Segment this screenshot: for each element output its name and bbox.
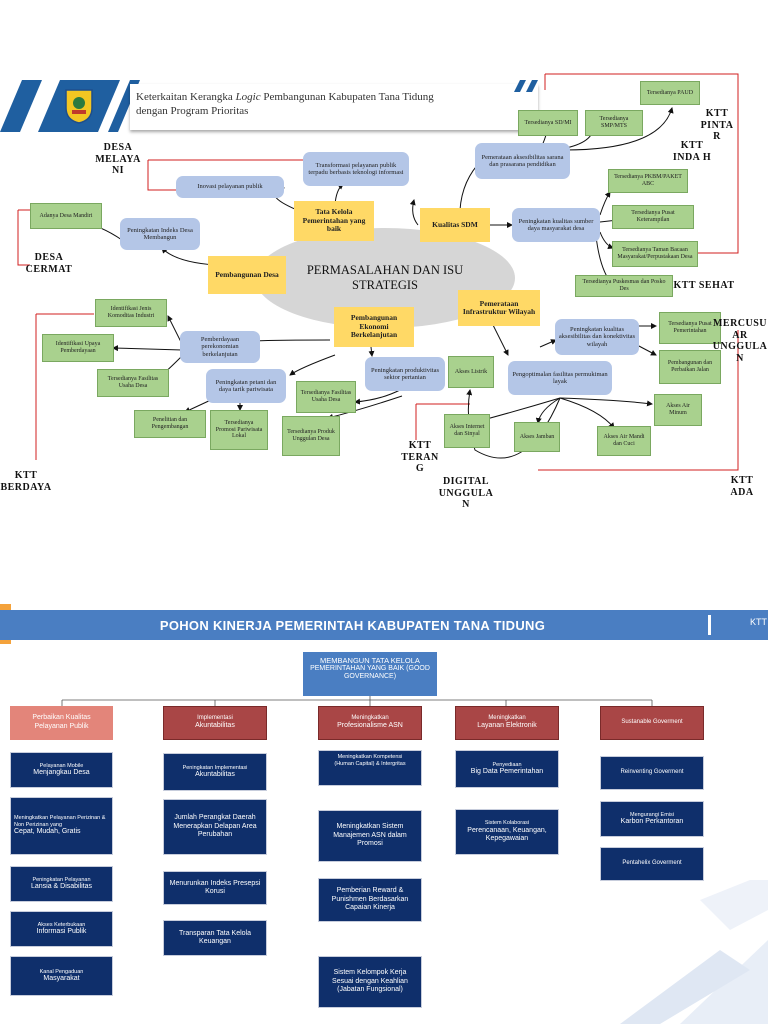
node-pemberdayaan: Pemberdayaan perekonomian berkelanjutan [180, 331, 260, 363]
node-sdmi: Tersedianya SD/MI [518, 110, 578, 136]
title-accent-stripes [514, 80, 538, 92]
col3-item-2: Meningkatkan Sistem Manajemen ASN dalam … [318, 810, 422, 862]
banner-bar [0, 610, 768, 640]
col3-item-4: Sistem Kelompok Kerja Sesuai dengan Keah… [318, 956, 422, 1008]
node-pusat-pemerintahan: Tersedianya Pusat Pemerintahan [659, 312, 721, 344]
label-ktt-pintar: KTT PINTA R [700, 108, 734, 142]
col2-item-2: Jumlah Perangkat Daerah Menerapkan Delap… [163, 799, 267, 855]
node-indeks-desa: Peningkatan Indeks Desa Membangun [120, 218, 200, 250]
label-mercusuar-unggulan: MERCUSU AR UNGGULA N [712, 318, 768, 364]
node-kualitas-sdm: Kualitas SDM [420, 208, 490, 242]
background-decoration [620, 880, 768, 1024]
node-fasilitas-usaha-2: Tersedianya Fasilitas Usaha Desa [296, 381, 356, 413]
node-pemerataan-aksesibilitas: Pemerataan aksesibilitas sarana dan pras… [475, 143, 570, 179]
label-digital-unggulan: DIGITAL UNGGULA N [438, 476, 494, 510]
node-peningkatan-sdm: Peningkatan kualitas sumber daya masyara… [512, 208, 600, 242]
node-jalan: Pembangunan dan Perbaikan Jalan [659, 350, 721, 384]
node-pemerataan-infrastruktur: Pemerataan Infrastruktur Wilayah [458, 290, 540, 326]
node-permukiman: Pengoptimalan fasilitas permukiman layak [508, 361, 612, 395]
node-petani-pariwisata: Peningkatan petani dan daya tarik pariwi… [206, 369, 286, 403]
node-akses-listrik: Akses Listrik [448, 356, 494, 388]
pohon-kinerja-title: POHON KINERJA PEMERINTAH KABUPATEN TANA … [159, 617, 546, 633]
node-akses-air-mandi: Akses Air Mandi dan Cuci [597, 426, 651, 456]
node-smpmts: Tersedianya SMP/MTS [585, 110, 643, 136]
col5-header: Sustanable Goverment [600, 706, 704, 740]
col5-item-3: Pentahelix Goverment [600, 847, 704, 881]
node-inovasi-pelayanan: Inovasi pelayanan publik [176, 176, 284, 198]
col2-item-3: Menurunkan Indeks Presepsi Korusi [163, 871, 267, 905]
node-akses-jamban: Akses Jamban [514, 422, 560, 452]
node-identifikasi-komoditas: Identifikasi Jenis Komoditas Industri [95, 299, 167, 327]
node-konektivitas: Peningkatan kualitas aksesibilitas dan k… [555, 319, 639, 355]
node-promosi-pariwisata: Tersedianya Promosi Pariwisata Lokal [210, 410, 268, 450]
node-transformasi-pelayanan: Transformasi pelayanan publik terpadu be… [303, 152, 409, 186]
node-pembangunan-ekonomi: Pembangunan Ekonomi Berkelanjutan [334, 307, 414, 347]
root-goal: MEMBANGUN TATA KELOLA PEMERINTAHAN YANG … [303, 652, 437, 696]
node-penelitian: Penelitian dan Pengembangan [134, 410, 206, 438]
banner-separator [708, 615, 711, 635]
label-ktt-berdaya: KTT BERDAYA [0, 470, 52, 493]
label-ktt-ada: KTT ADA [730, 475, 754, 498]
col2-item-4: Transparan Tata Kelola Keuangan [163, 920, 267, 956]
label-ktt-terang: KTT TERAN G [401, 440, 439, 474]
col3-item-1: Meningkatkan Kompetensi(Human Capital) &… [318, 750, 422, 786]
banner-tag: KTT [750, 617, 767, 627]
node-identifikasi-upaya: Identifikasi Upaya Pemberdayaan [42, 334, 114, 362]
node-puskesmas: Tersedianya Puskesmas dan Posko Des [575, 275, 673, 297]
label-desa-melayani: DESA MELAYA NI [95, 142, 141, 176]
node-produk-unggulan: Tersedianya Produk Unggulan Desa [282, 416, 340, 456]
node-paud: Tersedianya PAUD [640, 81, 700, 105]
node-produktivitas: Peningkatan produktivitas sektor pertani… [365, 357, 445, 391]
node-akses-air-minum: Akses Air Minum [654, 394, 702, 426]
kabupaten-crest-icon [65, 89, 93, 124]
diagram-title: Keterkaitan Kerangka Logic Pembangunan K… [136, 91, 434, 118]
tree-connectors [61, 696, 653, 706]
node-pembangunan-desa: Pembangunan Desa [208, 256, 286, 294]
label-ktt-sehat: KTT SEHAT [673, 280, 735, 291]
node-akses-internet: Akses Internet dan Sinyal [444, 414, 490, 448]
node-tata-kelola: Tata Kelola Pemerintahan yang baik [294, 201, 374, 241]
title-card [130, 84, 538, 130]
node-fasilitas-usaha: Tersedianya Fasilitas Usaha Desa [97, 369, 169, 397]
node-desa-mandiri: Adanya Desa Mandiri [30, 203, 102, 229]
col1-item-2: Meningkatkan Pelayanan Perizinan & Non P… [10, 797, 113, 855]
label-ktt-indah: KTT INDA H [672, 140, 712, 163]
node-pkbm: Tersedianya PKBM/PAKET ABC [608, 169, 688, 193]
col3-item-3: Pemberian Reward & Punishmen Berdasarkan… [318, 878, 422, 922]
node-pusat-keterampilan: Tersedianya Pusat Keterampilan [612, 205, 694, 229]
col5-item-1: Reinventing Goverment [600, 756, 704, 790]
label-desa-cermat: DESA CERMAT [25, 252, 73, 275]
node-taman-bacaan: Tersedianya Taman Bacaan Masyarakat/Perp… [612, 241, 698, 267]
